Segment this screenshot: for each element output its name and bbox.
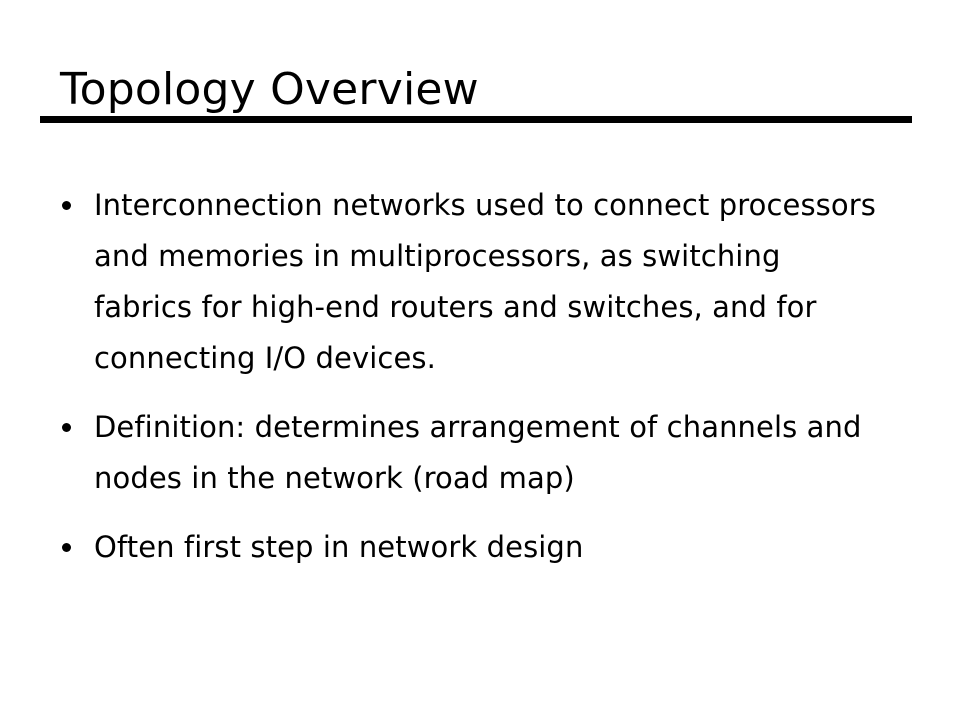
bullet-text: Interconnection networks used to connect…	[94, 188, 876, 375]
bullet-item: Often first step in network design	[60, 522, 880, 573]
slide-title: Topology Overview	[60, 64, 479, 115]
bullet-text: Often first step in network design	[94, 530, 584, 564]
title-underline	[40, 116, 912, 123]
bullet-dot-icon	[62, 201, 71, 210]
bullet-list: Interconnection networks used to connect…	[60, 180, 880, 591]
bullet-item: Interconnection networks used to connect…	[60, 180, 880, 384]
bullet-text: Definition: determines arrangement of ch…	[94, 410, 862, 495]
bullet-dot-icon	[62, 543, 71, 552]
bullet-dot-icon	[62, 423, 71, 432]
bullet-item: Definition: determines arrangement of ch…	[60, 402, 880, 504]
